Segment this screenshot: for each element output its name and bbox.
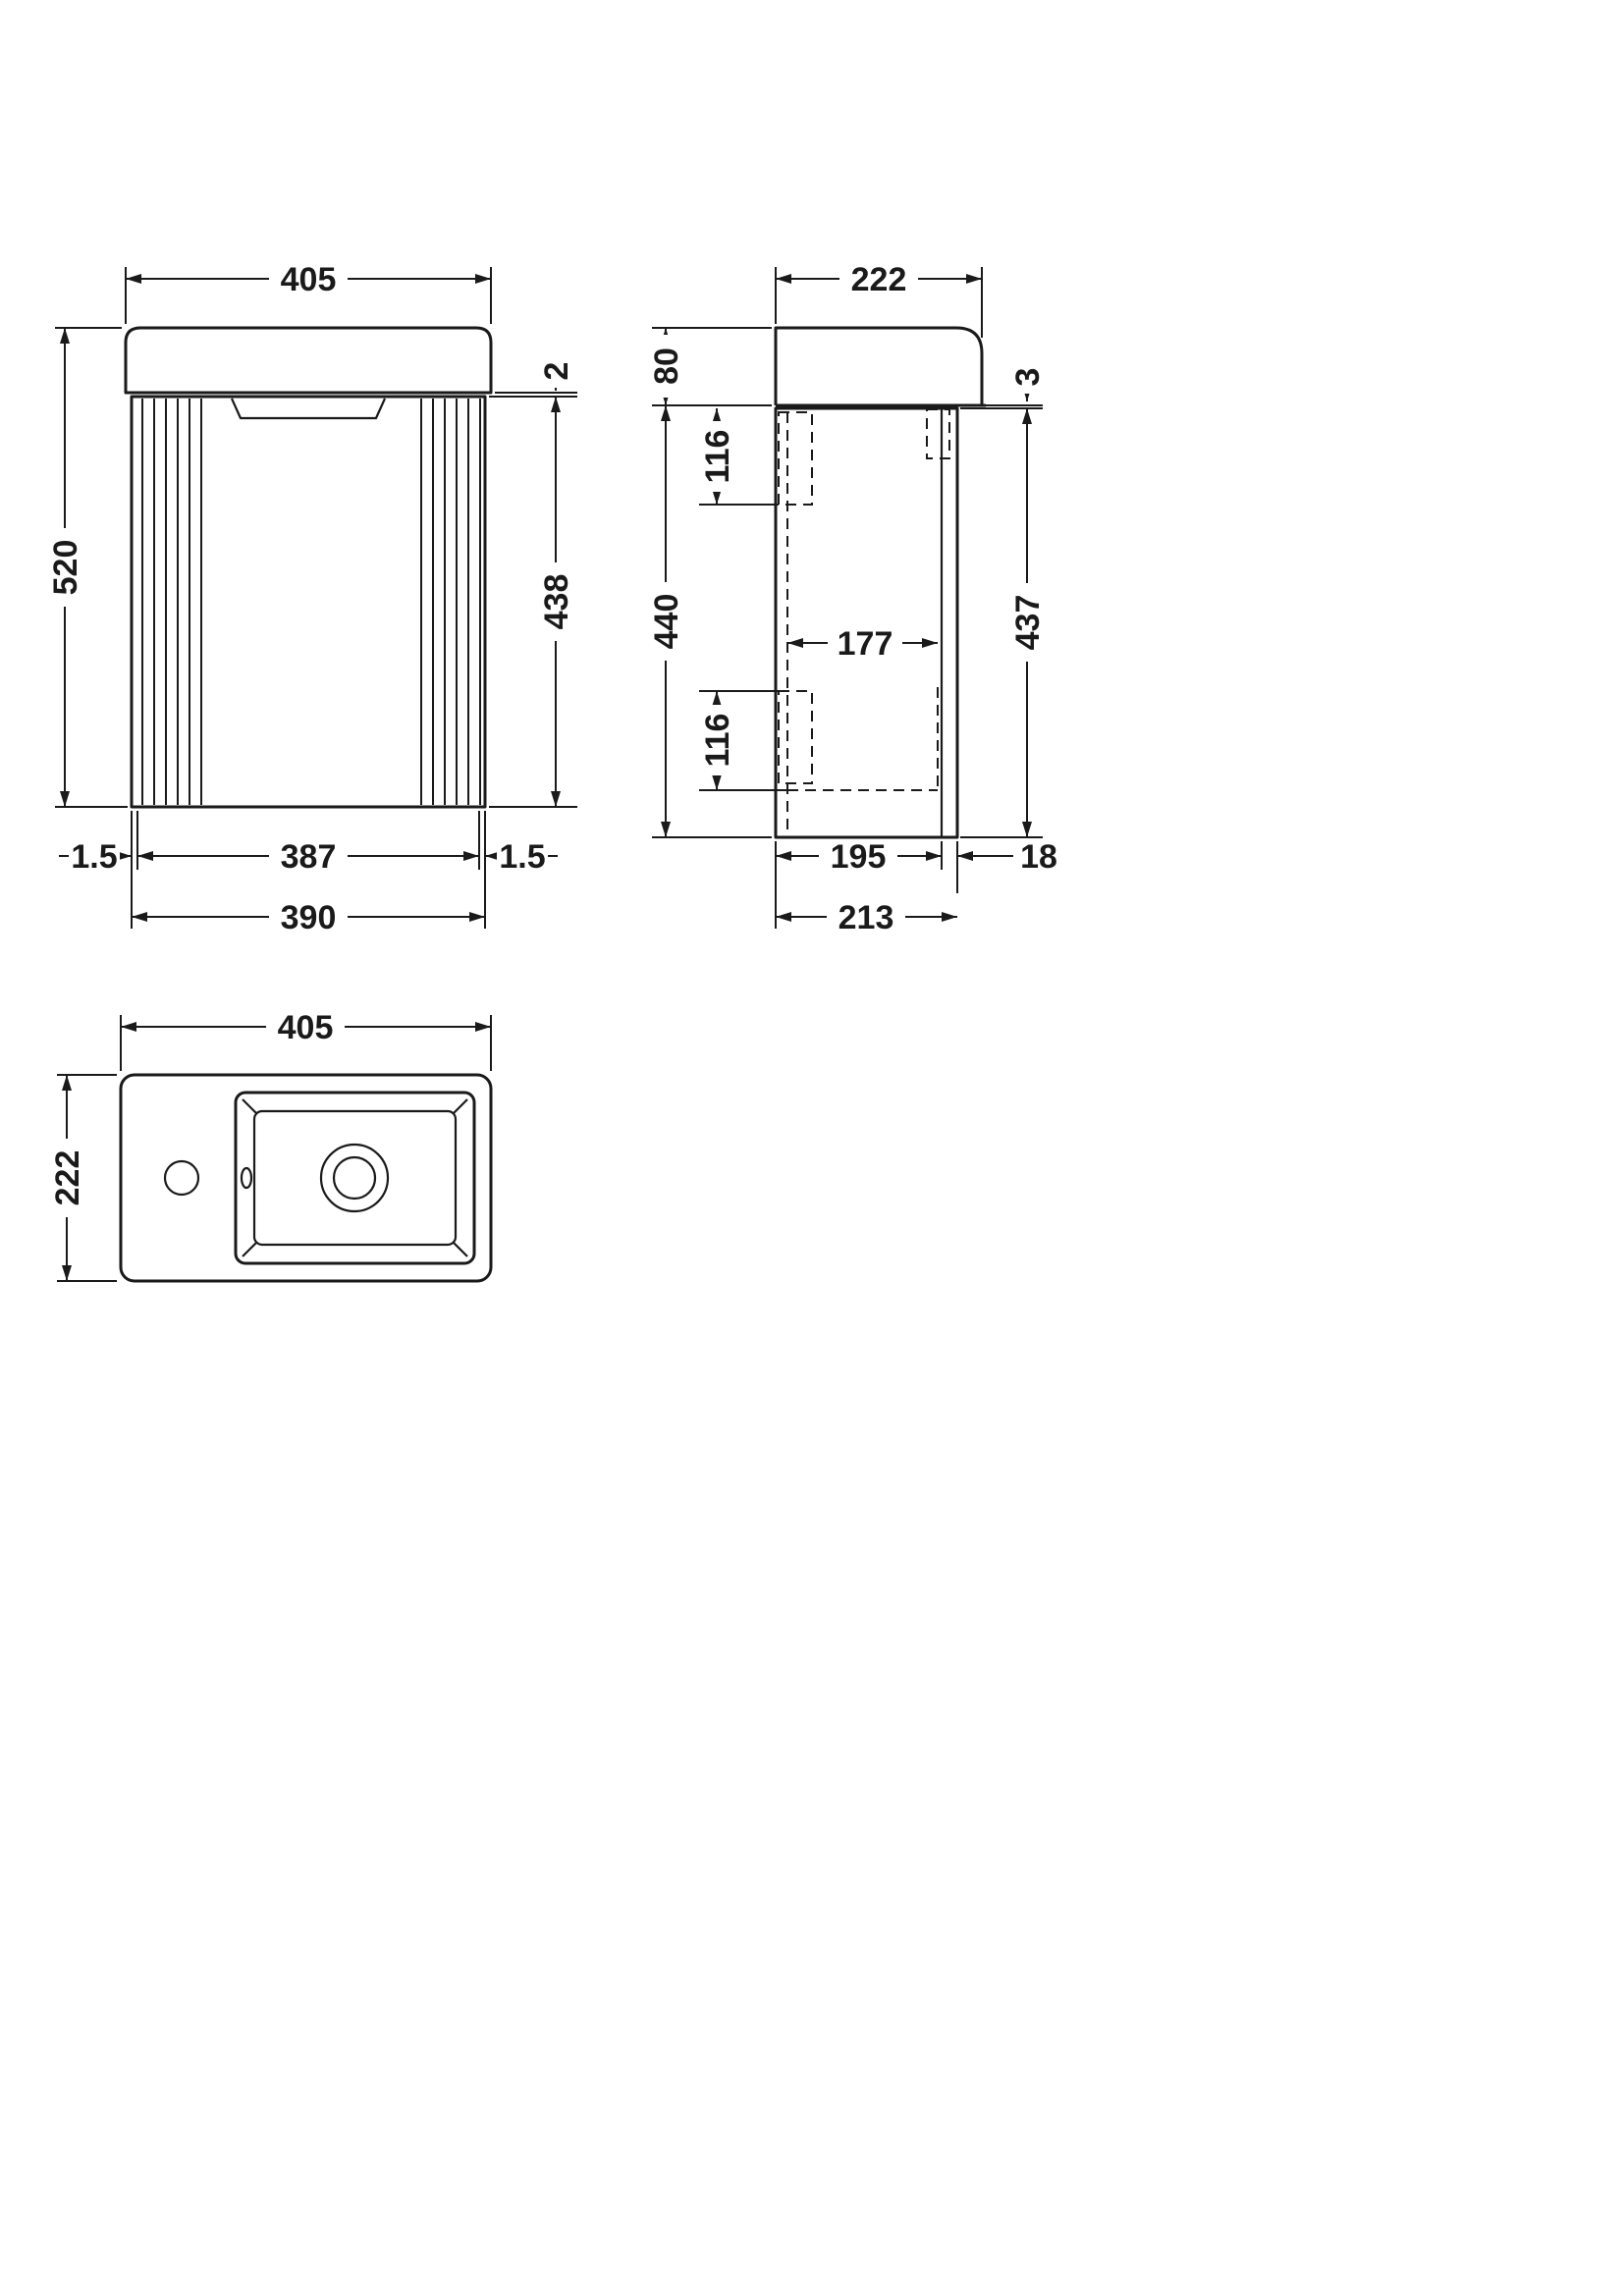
dim-label-front-cabinet-width: 390: [281, 899, 337, 936]
rotated-label-group: 80: [648, 335, 685, 398]
label-background: [51, 1139, 82, 1217]
plan-countertop-outline: [119, 1073, 493, 1283]
front-fluted-panel-left: [141, 399, 202, 805]
dim-label-internal-depth: 177: [838, 625, 893, 663]
rotated-label-group: 437: [1009, 583, 1047, 662]
rotated-label-group: 116: [699, 421, 736, 492]
label-background: [266, 1011, 345, 1042]
label-background: [1012, 360, 1042, 394]
dim-label-side-overall-depth: 222: [851, 261, 907, 298]
rotated-label-group: 440: [648, 582, 685, 661]
label-background: [827, 901, 905, 933]
label-background: [269, 840, 348, 872]
bowl-bevel-line: [452, 1098, 468, 1115]
label-background: [269, 901, 348, 933]
dim-label-gap-left: 1.5: [71, 838, 117, 876]
dim-label-side-cabinet-height: 440: [648, 594, 685, 650]
front-view: 405 520 2 438 387 1.5: [47, 261, 577, 936]
label-background: [540, 562, 571, 641]
drain-outer-circle: [319, 1143, 390, 1213]
side-cabinet-outline: [774, 406, 959, 839]
label-background: [701, 421, 732, 492]
dim-label-front-height: 437: [1009, 595, 1047, 651]
bowl-bevel-line: [242, 1241, 258, 1257]
label-background: [819, 840, 897, 872]
label-background: [541, 354, 570, 388]
overflow-slot: [240, 1166, 253, 1190]
dim-label-front-cabinet-height: 438: [538, 574, 575, 630]
dim-label-front-overall-height: 520: [47, 540, 84, 596]
dim-label-carcass-depth: 195: [831, 838, 887, 876]
label-background: [269, 263, 348, 294]
label-background: [49, 528, 81, 607]
dim-label-door-width: 387: [281, 838, 337, 876]
front-cabinet-outline: [130, 395, 487, 809]
dim-label-side-cabinet-depth: 213: [839, 899, 894, 936]
hidden-bracket-top-left: [778, 411, 813, 506]
rotated-label-group: 3: [1009, 360, 1047, 394]
dim-label-door-thickness: 18: [1020, 838, 1057, 876]
dim-label-gap-right: 1.5: [499, 838, 545, 876]
bowl-bevel-line: [242, 1098, 258, 1115]
dim-label-basin-height: 80: [648, 347, 685, 385]
rotated-label-group: 2: [538, 354, 575, 388]
dim-label-bracket-offset-bottom: 116: [699, 714, 736, 768]
bowl-bevel-line: [452, 1241, 468, 1257]
side-basin-outline: [774, 326, 984, 405]
front-handle-recess: [230, 398, 387, 420]
label-background: [497, 840, 548, 872]
dim-label-side-top-gap: 3: [1009, 368, 1047, 387]
front-basin-outline: [124, 326, 493, 395]
side-view: 222 80 440 116 116 177: [648, 261, 1057, 936]
dim-label-front-overall-width: 405: [281, 261, 337, 298]
label-background: [701, 705, 732, 775]
rotated-label-group: 520: [47, 528, 84, 607]
dim-label-bracket-offset-top: 116: [699, 430, 736, 484]
label-background: [69, 840, 120, 872]
label-background: [650, 335, 681, 398]
front-fluted-panel-right: [420, 399, 481, 805]
rotated-label-group: 222: [49, 1139, 86, 1217]
label-background: [828, 627, 902, 659]
tap-hole-circle: [163, 1159, 200, 1197]
dim-label-front-top-gap: 2: [538, 362, 575, 381]
label-background: [650, 582, 681, 661]
label-background: [1011, 583, 1043, 662]
rotated-label-group: 438: [538, 562, 575, 641]
hidden-bracket-top-right: [926, 408, 950, 459]
label-background: [839, 263, 918, 294]
rotated-label-group: 116: [699, 705, 736, 775]
dim-label-plan-depth: 222: [49, 1150, 86, 1206]
drain-inner-circle: [332, 1155, 377, 1201]
dim-label-plan-width: 405: [278, 1009, 334, 1046]
plan-basin-rim: [234, 1091, 476, 1265]
hidden-bracket-bottom-left: [778, 690, 813, 784]
plan-view: 405 222: [49, 1009, 493, 1283]
plan-basin-bowl: [252, 1109, 458, 1247]
